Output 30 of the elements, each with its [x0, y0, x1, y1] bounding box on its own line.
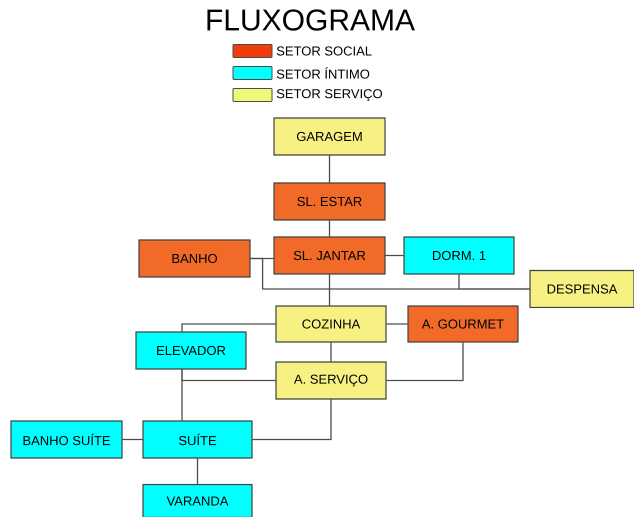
legend-label: SETOR SOCIAL [276, 46, 372, 56]
connector-line [328, 274, 330, 306]
room-box: VARANDA [142, 484, 253, 517]
connector-line [330, 342, 332, 362]
connector-line [386, 342, 464, 382]
room-box: A. SERVIÇO [275, 361, 387, 400]
room-box: DORM. 1 [403, 236, 515, 275]
connector-line [386, 254, 404, 256]
connector-line [122, 438, 142, 440]
connector-line [196, 458, 198, 484]
connector-line [328, 220, 330, 236]
legend-label: SETOR ÍNTIMO [276, 67, 370, 79]
room-box: BANHO SUÍTE [10, 420, 123, 459]
connector-line [386, 323, 408, 325]
connector-line [458, 274, 530, 290]
room-box: A. GOURMET [407, 305, 519, 343]
legend-label: SETOR SERVIÇO [276, 89, 382, 101]
title: FLUXOGRAMA [207, 9, 415, 31]
connector-line [181, 370, 183, 420]
room-box: SL. ESTAR [273, 182, 386, 221]
connector-line [181, 323, 276, 332]
connector-line [252, 400, 332, 440]
room-box: SL. JANTAR [273, 236, 386, 275]
room-box: GARAGEM [273, 117, 386, 156]
room-box: SUÍTE [142, 420, 253, 459]
room-box: BANHO [138, 239, 251, 278]
room-box: ELEVADOR [135, 331, 247, 370]
room-box: DESPENSA [529, 270, 634, 308]
room-box: COZINHA [275, 305, 387, 343]
connector-line [328, 156, 330, 182]
